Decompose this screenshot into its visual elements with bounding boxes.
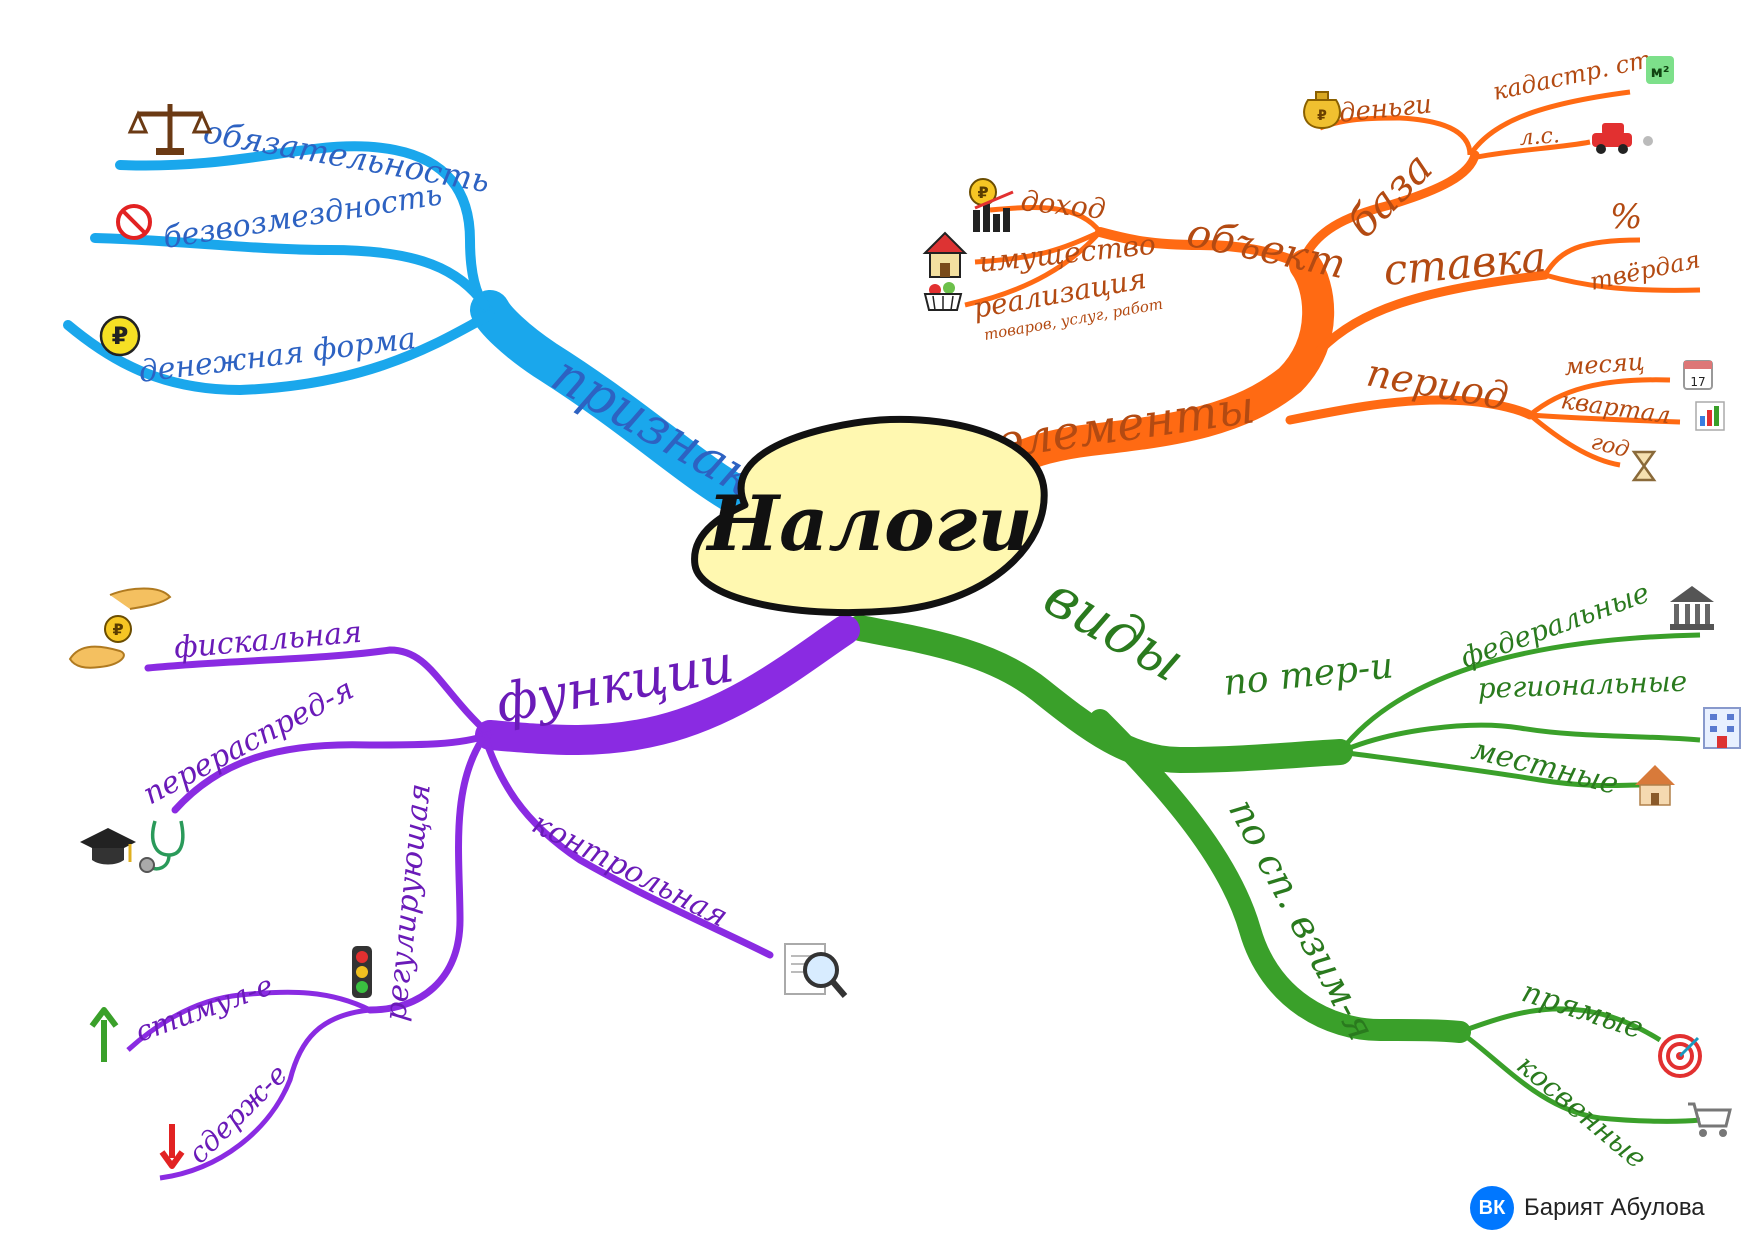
author-name[interactable]: Барият Абулова bbox=[1524, 1194, 1705, 1221]
magnifier-document-icon bbox=[784, 943, 848, 998]
home-icon bbox=[1635, 765, 1675, 806]
arrow-up-icon bbox=[89, 1007, 119, 1062]
car-icon bbox=[1592, 123, 1653, 154]
prohibited-icon bbox=[116, 204, 152, 240]
objekt-label: объект bbox=[1183, 210, 1350, 288]
branch-funkcii: функции фискальная перераспред-я контрол… bbox=[68, 587, 860, 1181]
po-ter-label: по тер-и bbox=[1222, 645, 1395, 704]
scales-icon bbox=[127, 104, 213, 155]
baza-item-3: л.с. bbox=[1519, 123, 1561, 151]
house-icon bbox=[922, 231, 968, 278]
priznaki-item-1: обязательность bbox=[201, 112, 493, 200]
elementy-label: элементы bbox=[994, 379, 1258, 469]
arrow-down-icon bbox=[159, 1124, 185, 1169]
baza-item-1: деньги bbox=[1338, 89, 1434, 129]
funkcii-item-3: контрольная bbox=[526, 806, 733, 935]
income-chart-icon bbox=[969, 178, 1014, 232]
graduation-cap-icon bbox=[80, 828, 136, 865]
shopping-cart-icon bbox=[1688, 1102, 1732, 1137]
office-building-icon bbox=[1703, 707, 1741, 749]
calendar-icon: 17 bbox=[1683, 360, 1713, 390]
po-ter-item-2: региональные bbox=[1477, 665, 1688, 705]
priznaki-item-2: безвозмездность bbox=[161, 177, 445, 256]
period-label: период bbox=[1363, 351, 1511, 419]
money-bag-icon: ₽ bbox=[1303, 91, 1341, 130]
government-building-icon bbox=[1670, 586, 1714, 630]
svg-text:17: 17 bbox=[1690, 375, 1705, 389]
priznaki-item-3: денежная форма bbox=[137, 321, 418, 390]
svg-text:м²: м² bbox=[1651, 63, 1670, 81]
stavka-item-1: % bbox=[1610, 197, 1642, 237]
branch-elementy: элементы объект доход имущество реализац… bbox=[922, 43, 1725, 506]
regul-label: регулирующая bbox=[378, 782, 438, 1023]
po-ter-item-1: федеральные bbox=[1456, 576, 1654, 675]
ruble-coin-icon: ₽ bbox=[99, 315, 141, 357]
po-ter-item-3: местные bbox=[1468, 732, 1622, 802]
po-sp-item-1: прямые bbox=[1518, 974, 1648, 1046]
vidy-label: виды bbox=[1033, 564, 1195, 695]
period-item-1: месяц bbox=[1563, 347, 1645, 381]
regul-item-2: сдерж-е bbox=[182, 1058, 294, 1170]
traffic-light-icon bbox=[352, 946, 372, 998]
regul-item-1: стимул-е bbox=[131, 968, 277, 1048]
square-meter-icon: м² bbox=[1646, 56, 1674, 84]
hourglass-icon bbox=[1631, 450, 1657, 482]
stavka-label: ставка bbox=[1382, 232, 1549, 295]
target-icon bbox=[1658, 1034, 1702, 1078]
author-credit: ВК Барият Абулова bbox=[1470, 1186, 1705, 1230]
shopping-basket-icon bbox=[923, 282, 963, 311]
stethoscope-icon bbox=[139, 820, 185, 873]
branch-priznaki: признаки обязательность безвозмездность … bbox=[63, 104, 795, 525]
funkcii-item-2: перераспред-я bbox=[137, 672, 359, 812]
hands-coin-icon bbox=[68, 587, 172, 669]
objekt-item-1: доход bbox=[1019, 184, 1107, 226]
po-sp-item-2: косвенные bbox=[1511, 1048, 1654, 1175]
central-topic: Налоги bbox=[705, 479, 1032, 568]
bar-chart-icon bbox=[1695, 401, 1725, 431]
baza-item-2: кадастр. ст. bbox=[1490, 43, 1661, 105]
central-node: Налоги bbox=[691, 415, 1048, 617]
svg-text:₽: ₽ bbox=[112, 322, 129, 350]
period-item-2: квартал bbox=[1559, 386, 1672, 429]
branch-vidy: виды по тер-и федеральные региональные м… bbox=[847, 564, 1741, 1175]
svg-text:₽: ₽ bbox=[1317, 108, 1327, 124]
vk-logo-icon[interactable]: ВК bbox=[1470, 1186, 1514, 1230]
